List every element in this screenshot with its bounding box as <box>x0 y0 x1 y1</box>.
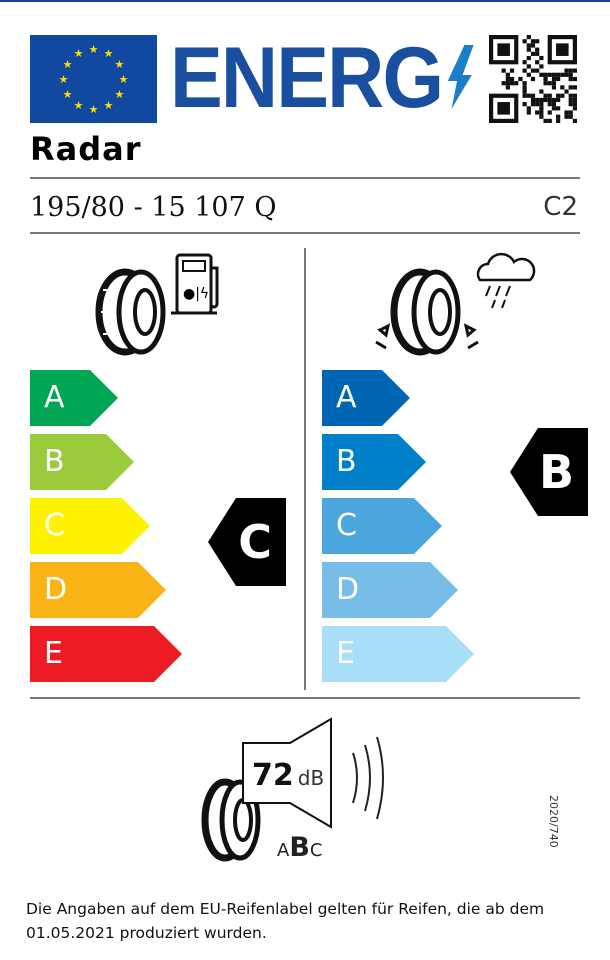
wet-grip-bar-a: A <box>322 370 410 426</box>
svg-text:★: ★ <box>74 99 84 112</box>
noise-class-b: B <box>289 832 310 863</box>
fuel-efficiency-rating-badge: C <box>208 498 286 586</box>
svg-text:★: ★ <box>74 47 84 60</box>
wet-grip-rating-badge: B <box>510 428 588 516</box>
tyre-size: 195/80 - 15 107 Q <box>30 192 277 223</box>
qr-code-icon[interactable] <box>488 35 578 123</box>
svg-text:★: ★ <box>89 103 99 116</box>
brand-name: Radar <box>30 130 142 168</box>
divider <box>30 177 580 179</box>
fuel-efficiency-bar-c: C <box>30 498 150 554</box>
svg-text:★: ★ <box>119 73 129 86</box>
top-border <box>0 0 610 2</box>
svg-text:★: ★ <box>63 58 73 71</box>
noise-class-a: A <box>277 840 290 861</box>
energy-logo: ENERG <box>170 28 475 128</box>
tyre-speaker-icon <box>201 717 384 862</box>
svg-text:★: ★ <box>63 88 73 101</box>
regulation-number: 2020/740 <box>547 795 560 848</box>
svg-text:★: ★ <box>104 47 114 60</box>
divider <box>30 232 580 234</box>
wet-grip-bar-d: D <box>322 562 458 618</box>
tyre-class: C2 <box>543 192 578 222</box>
svg-text:★: ★ <box>89 43 99 56</box>
divider <box>30 697 580 699</box>
tyre-rain-cloud-icon <box>375 252 536 356</box>
svg-text:★: ★ <box>115 58 125 71</box>
wet-grip-bar-b: B <box>322 434 426 490</box>
energy-word: ENERG <box>170 30 444 126</box>
tyre-fuel-pump-icon: ●|ϟ <box>95 253 219 356</box>
column-divider <box>304 248 306 690</box>
noise-class: ABC <box>277 832 323 863</box>
noise-class-c: C <box>309 840 323 861</box>
fuel-efficiency-bar-d: D <box>30 562 166 618</box>
svg-text:●|ϟ: ●|ϟ <box>183 286 209 302</box>
footer-note: Die Angaben auf dem EU-Reifenlabel gelte… <box>26 900 545 942</box>
fuel-efficiency-bar-a: A <box>30 370 118 426</box>
wet-grip-bar-c: C <box>322 498 442 554</box>
fuel-efficiency-bar-b: B <box>30 434 134 490</box>
wet-grip-bar-e: E <box>322 626 474 682</box>
eu-flag-icon: ★★★★★★★★★★★★ <box>30 35 157 123</box>
noise-value: 72 <box>252 758 294 793</box>
noise-unit: dB <box>297 766 325 790</box>
lightning-icon <box>447 45 474 109</box>
svg-text:★: ★ <box>59 73 69 86</box>
svg-text:★: ★ <box>115 88 125 101</box>
svg-text:★: ★ <box>104 99 114 112</box>
fuel-efficiency-bar-e: E <box>30 626 182 682</box>
